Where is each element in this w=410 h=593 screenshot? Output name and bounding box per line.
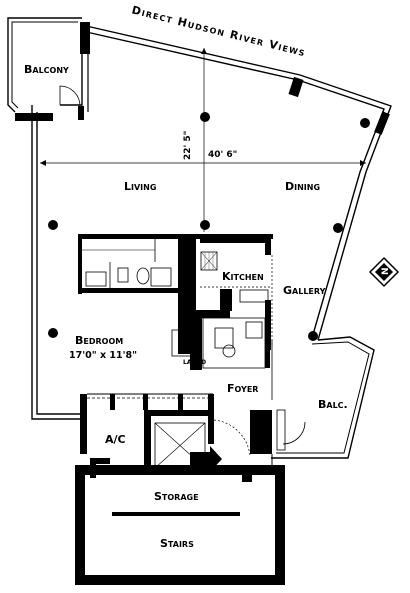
foyer-closet — [250, 410, 272, 454]
bath-vanity — [85, 271, 107, 287]
room-foyer: Foyer — [227, 382, 258, 395]
room-bedroom: Bedroom — [75, 334, 123, 347]
balcony-pillar — [80, 22, 90, 54]
room-living: Living — [124, 180, 156, 193]
compass-letter: N — [381, 267, 391, 275]
kitchen-sink — [239, 289, 269, 303]
storage-shelf — [112, 512, 240, 516]
service-area — [80, 340, 273, 482]
room-storage: Storage — [154, 490, 199, 503]
balcony-door-swing — [59, 85, 81, 107]
columns — [48, 112, 370, 341]
room-dining: Dining — [285, 180, 320, 193]
storage-stairs-block — [75, 465, 285, 585]
entry-door-swing — [213, 419, 251, 457]
room-balcony: Balcony — [24, 63, 69, 76]
toilet-1 — [117, 267, 129, 283]
room-kitchen: Kitchen — [222, 270, 264, 283]
dimension-depth: 22' 5" — [183, 131, 193, 160]
dimension-lines — [40, 48, 366, 232]
footer-note: ALL DIMENSIONS ARE APPROXIMATE — [101, 579, 224, 586]
central-core — [78, 234, 273, 370]
laundry-machine — [171, 329, 197, 357]
toilet-3 — [222, 344, 236, 358]
heavy-wall-block — [75, 465, 285, 585]
toilet-2 — [136, 267, 150, 285]
dimension-width: 40' 6" — [208, 150, 237, 160]
balcony-top-left — [7, 17, 90, 121]
bedroom-size: 17'0" x 11'8" — [69, 350, 137, 361]
balcony-wall-block — [15, 113, 53, 121]
room-gallery: Gallery — [283, 284, 326, 297]
room-stairs: Stairs — [160, 537, 194, 550]
room-balc: Balc. — [318, 398, 348, 411]
view-title: Direct Hudson River Views — [130, 3, 307, 59]
window-pier — [288, 76, 304, 98]
window-pier-right — [374, 111, 390, 135]
room-laundry: LAUND — [183, 359, 206, 366]
compass-icon — [368, 256, 400, 288]
room-ac: A/C — [105, 433, 126, 446]
balcony-right — [271, 336, 375, 459]
